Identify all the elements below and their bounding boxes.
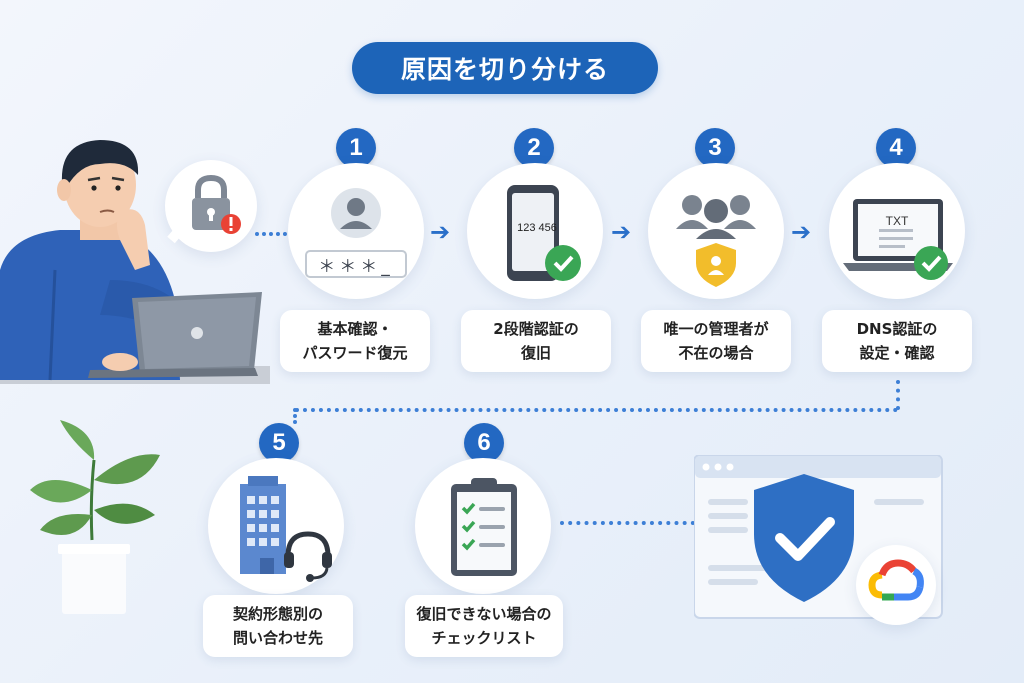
step-5-label: 契約形態別の 問い合わせ先 (203, 595, 353, 657)
step-3-label: 唯一の管理者が 不在の場合 (641, 310, 791, 372)
shield-check-icon (748, 470, 860, 605)
connector-horizontal (295, 408, 898, 412)
txt-record-label: TXT (885, 214, 909, 228)
connector-down-left (293, 408, 297, 424)
laptop-txt-icon (843, 199, 953, 280)
step-number-5: 5 (259, 423, 299, 463)
arrow-1-2: ➔ (430, 218, 451, 246)
google-cloud-badge (856, 545, 936, 625)
connector-step6-result (560, 521, 695, 525)
user-password-icon (305, 188, 407, 278)
step-4-label-line2: 設定・確認 (859, 344, 935, 362)
step-2-label: 2段階認証の 復旧 (461, 310, 611, 372)
google-cloud-icon (868, 559, 924, 601)
step-2-label-line2: 復旧 (520, 344, 551, 362)
step-number-1: 1 (336, 128, 376, 168)
page-title: 原因を切り分ける (352, 42, 658, 94)
step-5-label-line2: 問い合わせ先 (232, 629, 323, 647)
step-3-icon-circle (648, 163, 784, 299)
lock-alert-icon (167, 174, 241, 244)
step-6-label: 復旧できない場合の チェックリスト (405, 595, 563, 657)
step-2-label-line1: 2段階認証の (493, 320, 579, 338)
step-number-6: 6 (464, 423, 504, 463)
step-4-icon-circle (829, 163, 965, 299)
arrow-2-3: ➔ (611, 218, 632, 246)
admin-group-icon (676, 195, 756, 287)
step-6-icon-circle (415, 458, 551, 594)
plant-illustration (10, 420, 180, 620)
step-6-label-line2: チェックリスト (431, 629, 537, 647)
step-3-label-line1: 唯一の管理者が (663, 320, 769, 338)
step-2-icon-circle (467, 163, 603, 299)
phone-code-icon (507, 185, 581, 281)
connector-down-right (896, 380, 900, 410)
lock-bubble (165, 160, 257, 252)
step-number-2: 2 (514, 128, 554, 168)
step-3-label-line2: 不在の場合 (678, 344, 754, 362)
password-mask: ＊＊＊_ (318, 257, 394, 277)
clipboard-checklist-icon (451, 478, 517, 576)
step-1-label-line1: 基本確認・ (317, 320, 393, 338)
step-6-label-line1: 復旧できない場合の (416, 605, 552, 623)
worried-person-illustration (0, 130, 280, 390)
step-number-4: 4 (876, 128, 916, 168)
step-1-label-line2: パスワード復元 (302, 344, 408, 362)
step-1-label: 基本確認・ パスワード復元 (280, 310, 430, 372)
step-number-3: 3 (695, 128, 735, 168)
step-4-label: DNS認証の 設定・確認 (822, 310, 972, 372)
step-5-label-line1: 契約形態別の (232, 605, 323, 623)
arrow-3-4: ➔ (791, 218, 812, 246)
step-4-label-line1: DNS認証の (856, 320, 938, 338)
step-1-icon-circle (288, 163, 424, 299)
verification-code: 123 456 (517, 222, 557, 234)
building-headset-icon (240, 476, 332, 582)
step-5-icon-circle (208, 458, 344, 594)
connector-person-step1 (255, 232, 287, 236)
